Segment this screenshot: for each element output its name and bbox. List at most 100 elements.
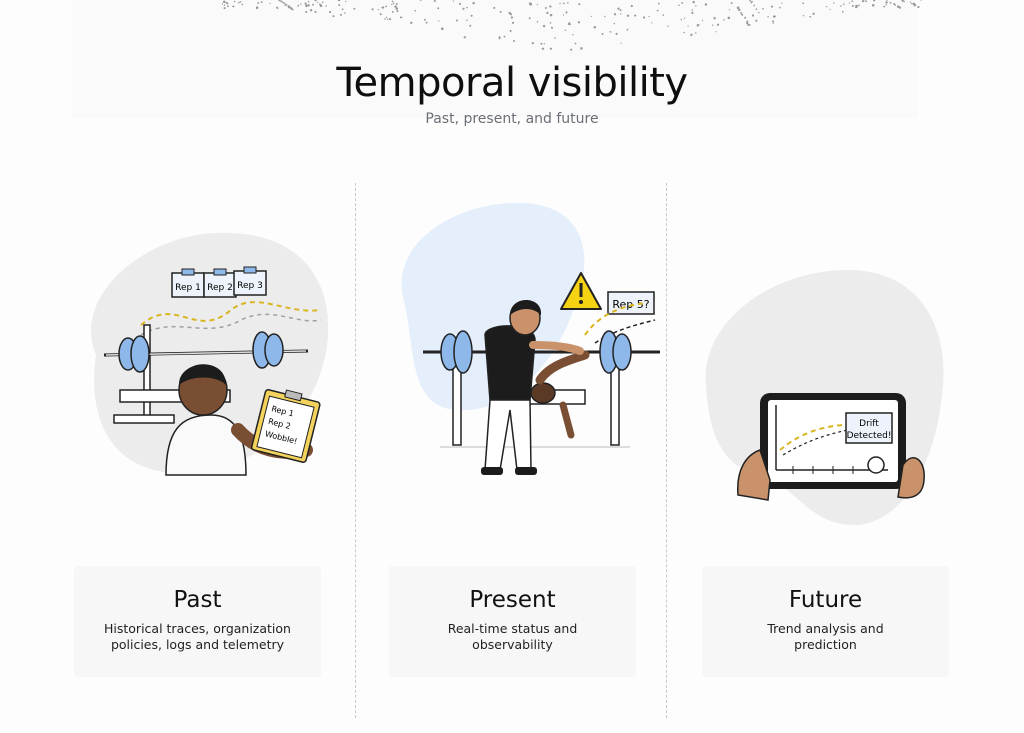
decor-dot xyxy=(312,3,314,6)
decor-dot xyxy=(667,25,669,27)
warning-triangle-icon xyxy=(560,272,602,310)
decor-dot xyxy=(458,2,462,5)
present-arrow-dark xyxy=(594,319,656,344)
past-barbell xyxy=(103,331,309,373)
decor-dot xyxy=(861,0,865,3)
decor-dot xyxy=(848,2,851,4)
decor-dot xyxy=(711,24,714,26)
decor-dot xyxy=(728,9,731,11)
decor-dot xyxy=(511,21,515,24)
decor-dot xyxy=(755,8,758,10)
decor-dot xyxy=(617,7,620,10)
decor-dot xyxy=(749,0,752,2)
decor-dot xyxy=(549,13,553,17)
decor-dot xyxy=(396,10,399,13)
decor-dot xyxy=(549,21,552,24)
decor-dot xyxy=(833,2,835,4)
decor-dot xyxy=(567,2,569,4)
decor-dot xyxy=(715,31,717,33)
decor-dot xyxy=(392,2,395,5)
card-past-description: Historical traces, organization policies… xyxy=(104,621,291,652)
decor-dot xyxy=(883,5,886,8)
decor-dot xyxy=(332,15,335,18)
decor-dot xyxy=(683,31,685,34)
decor-dot xyxy=(642,16,646,19)
past-clipboard: Rep 1 Rep 2 Wobble! xyxy=(250,389,321,463)
decor-dot xyxy=(462,7,465,10)
decor-dot xyxy=(255,6,259,9)
decor-dot xyxy=(751,14,755,17)
decor-dot xyxy=(613,13,617,16)
decor-dot xyxy=(802,15,805,17)
decor-dot xyxy=(391,0,394,3)
decor-dot xyxy=(381,6,384,9)
decor-dot xyxy=(287,6,290,9)
future-illustration: Drift Detected! xyxy=(705,270,944,526)
decor-dot xyxy=(772,22,774,24)
note-rep3: Rep 3 xyxy=(233,266,267,296)
decor-dot xyxy=(745,21,749,25)
decor-dot xyxy=(385,5,388,8)
decor-dot xyxy=(692,0,695,4)
decor-dot xyxy=(384,18,386,20)
decor-dot xyxy=(716,23,720,26)
decor-dot xyxy=(772,20,775,23)
present-arrow-yellow xyxy=(584,302,648,336)
decor-dot xyxy=(911,2,913,5)
decor-dot xyxy=(851,5,854,7)
card-future: Future Trend analysis and prediction xyxy=(702,566,949,677)
decor-dot xyxy=(901,0,904,2)
decor-dot xyxy=(626,14,630,17)
decor-dot xyxy=(549,5,552,8)
decor-dot xyxy=(590,15,593,18)
past-trend-line xyxy=(140,301,322,326)
decor-dot xyxy=(338,4,341,7)
decor-dot xyxy=(341,8,344,11)
decor-dot xyxy=(241,3,244,6)
decor-dot xyxy=(864,0,867,2)
future-tablet: Drift Detected! xyxy=(760,393,906,489)
decor-dot xyxy=(578,3,581,6)
decor-dot xyxy=(865,0,868,3)
present-spotter xyxy=(481,300,584,475)
card-past: Past Historical traces, organization pol… xyxy=(74,566,321,677)
decor-dot xyxy=(546,11,549,15)
decor-dot xyxy=(615,32,618,35)
decor-dot xyxy=(854,5,858,9)
decor-dot xyxy=(680,18,683,21)
rack-base xyxy=(113,414,175,424)
decor-dot xyxy=(345,0,347,3)
present-rack-left xyxy=(452,359,462,446)
decor-dot xyxy=(601,33,604,35)
decor-dot xyxy=(736,6,740,9)
decor-dot xyxy=(885,4,887,6)
decor-dot xyxy=(276,7,279,9)
decor-dot xyxy=(509,13,512,16)
decor-dot xyxy=(695,5,697,7)
decor-dot xyxy=(580,47,583,50)
decor-dot xyxy=(651,22,653,24)
decor-dot xyxy=(620,42,622,44)
card-present-title: Present xyxy=(469,587,556,613)
decor-dot xyxy=(893,2,896,5)
decor-dot xyxy=(377,8,379,11)
decor-dot xyxy=(657,2,660,5)
decor-dot xyxy=(391,3,393,6)
decor-dot xyxy=(222,3,224,5)
decor-dot xyxy=(559,2,561,5)
decor-dot xyxy=(771,5,774,8)
decor-dot xyxy=(750,1,753,4)
decor-dot xyxy=(687,25,689,27)
decor-dot xyxy=(704,3,708,6)
decor-dot xyxy=(269,2,271,5)
decor-dot xyxy=(540,42,543,45)
page-subtitle: Past, present, and future xyxy=(425,111,599,127)
rep5-text: Rep 5? xyxy=(612,298,649,311)
decor-dot xyxy=(309,9,313,12)
divider-left xyxy=(355,183,356,718)
decor-dot xyxy=(284,4,287,6)
decor-dot xyxy=(609,31,612,33)
decor-dot xyxy=(920,0,922,1)
decor-dot xyxy=(528,17,531,20)
decor-dot xyxy=(387,18,389,20)
